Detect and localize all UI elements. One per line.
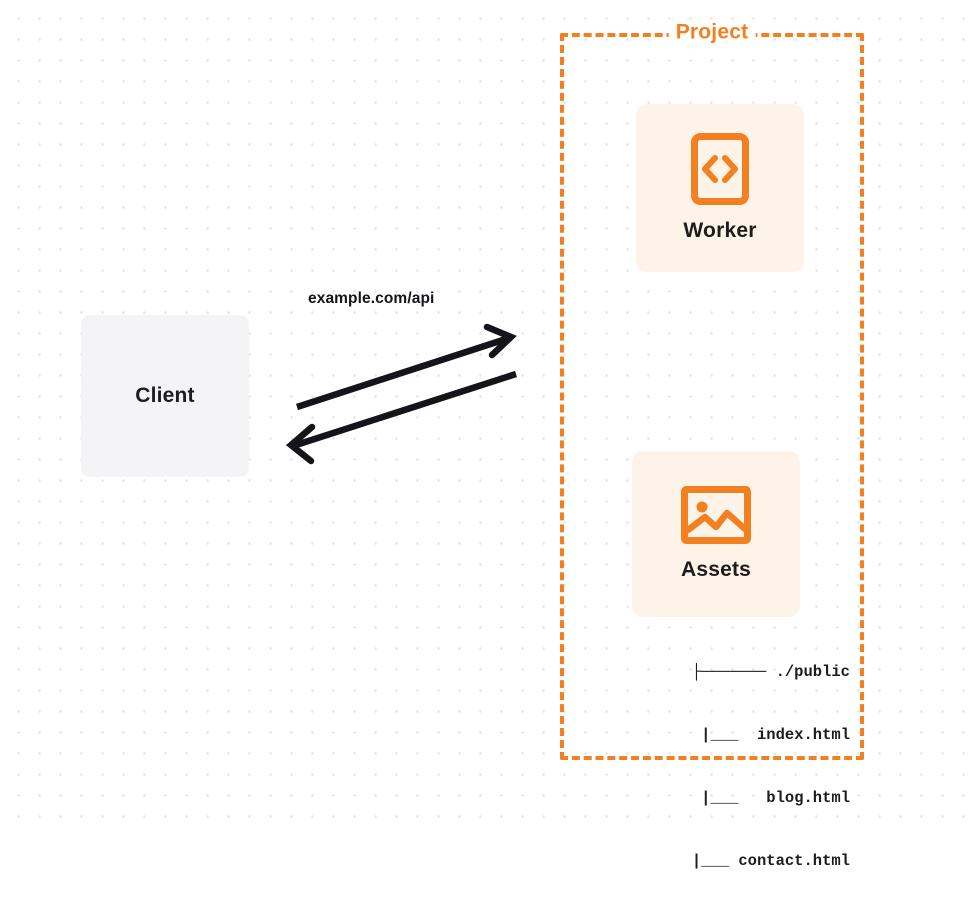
- project-container: Project Worker Assets: [560, 20, 864, 870]
- image-icon: [681, 486, 751, 544]
- file-tree-row: |___ blog.html: [663, 789, 850, 807]
- code-brackets-icon: [691, 133, 749, 205]
- response-arrow: [285, 370, 517, 465]
- request-arrow: [295, 323, 517, 411]
- client-label: Client: [135, 384, 195, 407]
- file-tree-row: ├─────── ./public: [691, 663, 850, 681]
- diagram-canvas: Client example.com/api Project W: [0, 0, 980, 870]
- assets-file-tree: ├─────── ./public |___ index.html |___ b…: [608, 620, 850, 914]
- worker-card[interactable]: Worker: [636, 104, 804, 272]
- file-tree-row: |___ index.html: [663, 726, 850, 744]
- worker-label: Worker: [683, 219, 757, 242]
- client-node[interactable]: Client: [81, 315, 249, 477]
- assets-label: Assets: [680, 558, 752, 581]
- request-url-label: example.com/api: [308, 290, 435, 307]
- project-title: Project: [668, 20, 756, 45]
- assets-card[interactable]: Assets: [632, 451, 800, 617]
- file-tree-row: |___ contact.html: [654, 852, 850, 870]
